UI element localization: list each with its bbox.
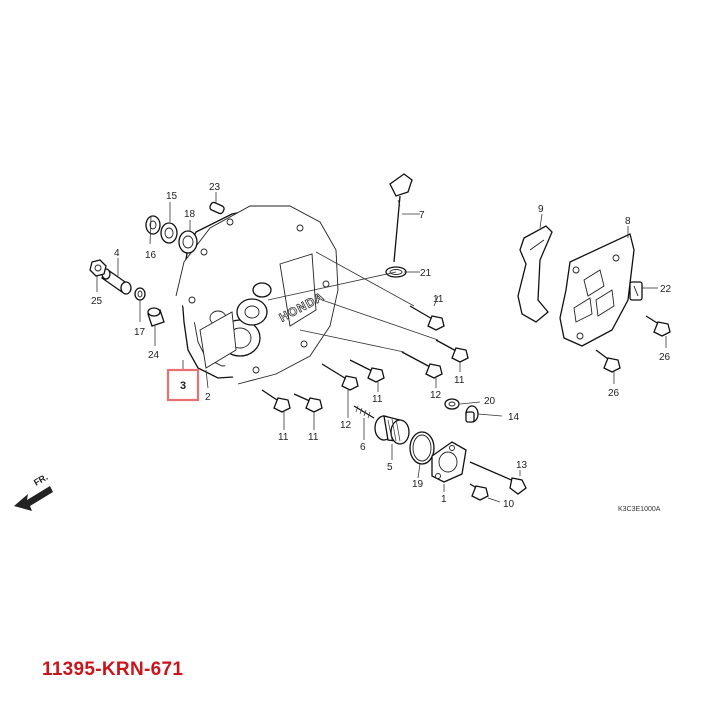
bolt-11-a (409, 305, 445, 331)
callout-19: 19 (412, 479, 424, 490)
callout-25: 25 (91, 296, 103, 307)
callout-7: 7 (419, 210, 425, 221)
callout-24: 24 (148, 350, 160, 361)
callout-8: 8 (625, 216, 631, 227)
front-direction-arrow: FR. (14, 472, 53, 511)
part-26-bolt-b (595, 349, 621, 373)
callout-12-a: 12 (430, 390, 442, 401)
part-number: 11395-KRN-671 (42, 659, 184, 680)
crankcase-cover (175, 205, 339, 385)
part-9-bracket (517, 225, 553, 323)
part-1-filter-cap (431, 441, 467, 483)
callout-1: 1 (441, 494, 447, 505)
callout-6: 6 (360, 442, 366, 453)
part-4-shaft (101, 268, 132, 295)
part-15-washer (145, 215, 161, 235)
callout-labels: 1 2 4 5 6 7 8 9 10 11 11 11 11 11 12 12 … (91, 182, 672, 510)
callout-11-a: 11 (433, 294, 444, 305)
part-5-oil-filter (374, 415, 410, 445)
part-20-washer (444, 398, 460, 410)
part-16-washer (160, 222, 178, 244)
callout-15: 15 (166, 191, 178, 202)
bolt-11-e (261, 389, 291, 413)
bolt-11-c (401, 351, 443, 379)
callout-22: 22 (660, 284, 672, 295)
callout-11-b: 11 (454, 375, 465, 386)
part-7-dipstick (389, 173, 413, 263)
part-23-pin (209, 201, 225, 215)
part-18-seal (178, 230, 198, 254)
callout-26-a: 26 (659, 352, 671, 363)
callout-14: 14 (508, 412, 520, 423)
callout-11-e: 11 (308, 432, 319, 443)
part-10-bolt (469, 483, 489, 501)
callout-16: 16 (145, 250, 157, 261)
callout-20: 20 (484, 396, 496, 407)
callout-26-b: 26 (608, 388, 620, 399)
callout-13: 13 (516, 460, 528, 471)
part-25-nut (89, 259, 107, 277)
callout-11-d: 11 (278, 432, 289, 443)
bolt-11-f (293, 393, 323, 413)
bolt-11-b (435, 339, 469, 363)
highlighted-callout-label: 3 (180, 380, 186, 392)
callout-10: 10 (503, 499, 515, 510)
callout-5: 5 (387, 462, 393, 473)
callout-18: 18 (184, 209, 196, 220)
highlighted-callout-3: 3 (166, 368, 200, 402)
part-6-stud (353, 405, 375, 419)
highlight-box (166, 368, 200, 402)
part-13-bolt (469, 461, 527, 495)
bolt-12-a (321, 363, 359, 391)
part-17-oring (134, 287, 146, 301)
diagram-ref-code: K3C3E1000A (618, 506, 661, 513)
callout-17: 17 (134, 327, 146, 338)
callout-9: 9 (538, 204, 544, 215)
bolt-11-d (349, 359, 385, 383)
leader-lines (96, 192, 667, 503)
part-26-bolt-a (645, 315, 671, 337)
callout-2: 2 (205, 392, 211, 403)
callout-4: 4 (114, 248, 120, 259)
part-8-guard (559, 233, 635, 347)
callout-23: 23 (209, 182, 221, 193)
part-24-collar (147, 307, 165, 327)
callout-21: 21 (420, 268, 432, 279)
callout-12-b: 12 (340, 420, 352, 431)
front-marker-label: FR. (32, 472, 50, 488)
part-22-clip (629, 281, 643, 301)
callout-11-c: 11 (372, 394, 383, 405)
part-19-oring (409, 431, 435, 465)
part-14-bolt (465, 405, 479, 423)
